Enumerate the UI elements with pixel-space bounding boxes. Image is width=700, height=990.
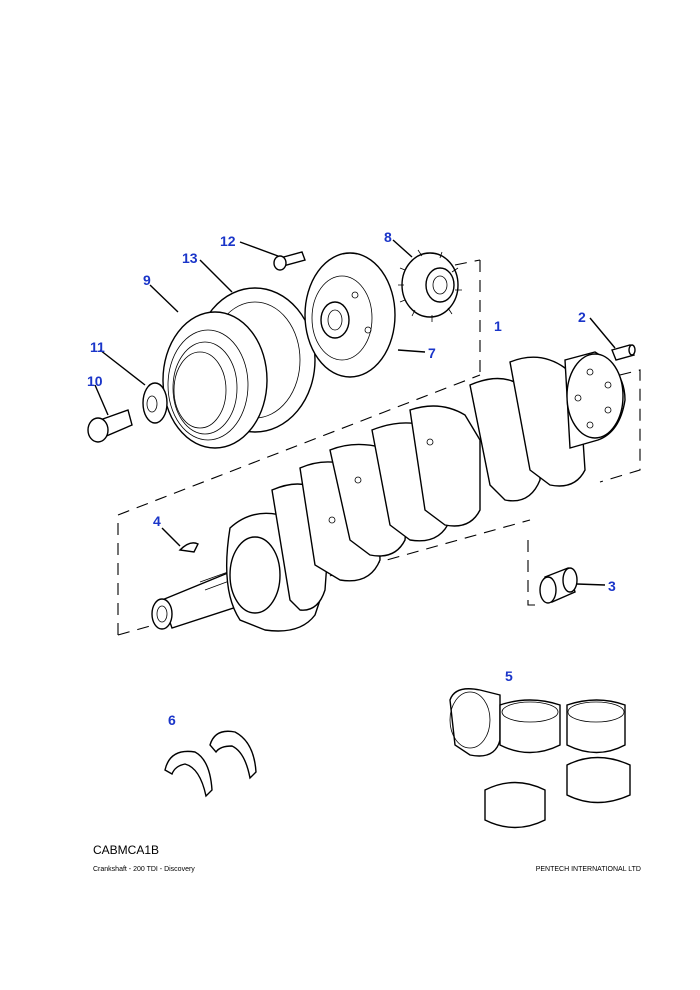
callout-10: 10 xyxy=(87,373,103,389)
callout-1: 1 xyxy=(494,318,502,334)
callout-4: 4 xyxy=(153,513,161,529)
callout-3: 3 xyxy=(608,578,616,594)
callout-11: 11 xyxy=(90,339,105,355)
damper-hub xyxy=(304,252,426,378)
callout-12: 12 xyxy=(220,233,236,249)
thrust-washers xyxy=(164,730,257,798)
callout-labels: 1 2 3 4 5 6 7 8 9 10 11 12 13 xyxy=(87,229,616,728)
dowel-pin xyxy=(589,317,636,361)
publisher-credit: PENTECH INTERNATIONAL LTD xyxy=(535,866,641,873)
callout-7: 7 xyxy=(428,345,436,361)
main-bearing-shells xyxy=(449,688,631,829)
spigot-bush xyxy=(539,567,606,604)
callout-9: 9 xyxy=(143,272,151,288)
callout-2: 2 xyxy=(578,309,586,325)
pulley-bolt xyxy=(239,241,306,271)
crank-washer xyxy=(99,349,168,424)
crankshaft xyxy=(151,351,626,632)
figure-caption: Crankshaft - 200 TDI - Discovery xyxy=(93,866,195,873)
figure-code: CABMCA1B xyxy=(93,843,160,857)
callout-8: 8 xyxy=(384,229,392,245)
woodruff-key xyxy=(161,527,199,553)
crank-bolt xyxy=(87,384,133,443)
callout-13: 13 xyxy=(182,250,198,266)
crankshaft-pulley xyxy=(149,259,316,449)
callout-5: 5 xyxy=(505,668,513,684)
timing-gear xyxy=(392,239,462,322)
callout-6: 6 xyxy=(168,712,176,728)
